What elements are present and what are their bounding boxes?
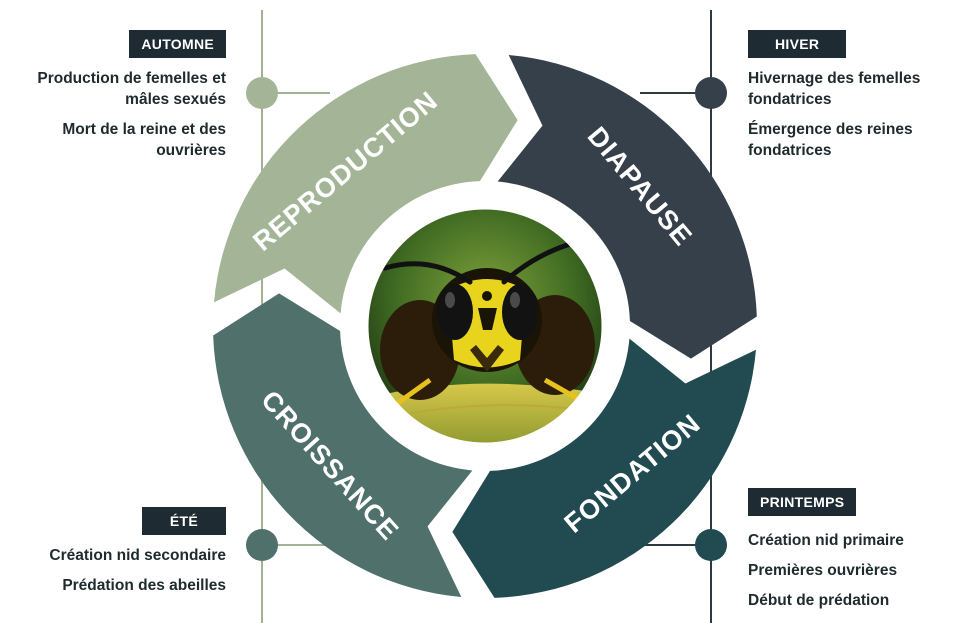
dot-spring [695,529,727,561]
season-autumn: AUTOMNE Production de femelles et mâles … [0,30,226,170]
list-item: Prédation des abeilles [62,577,226,594]
dot-winter [695,77,727,109]
dot-summer [246,529,278,561]
segment-croissance [213,293,473,597]
season-tag-summer: ÉTÉ [141,507,226,535]
list-item: Création nid secondaire [49,547,226,564]
season-list-summer: Création nid secondaire Prédation des ab… [0,545,226,596]
season-summer: ÉTÉ Création nid secondaire Prédation de… [0,507,226,605]
season-tag-spring: PRINTEMPS [748,488,857,516]
list-item: Création nid primaire [748,532,904,549]
list-item: Premières ouvrières [748,562,898,579]
season-spring: PRINTEMPS Création nid primaire Première… [748,488,953,620]
list-item: Émergence des reines fondatrices [748,121,913,159]
season-list-winter: Hivernage des femelles fondatrices Émerg… [748,68,953,161]
list-item: Hivernage des femelles fondatrices [748,70,921,108]
season-tag-winter: HIVER [748,30,847,58]
season-winter: HIVER Hivernage des femelles fondatrices… [748,30,953,170]
segment-diapause [497,55,757,359]
list-item: Début de prédation [748,592,890,609]
dot-autumn [246,77,278,109]
wasp-photo-icon [367,208,603,444]
season-list-autumn: Production de femelles et mâles sexués M… [0,68,226,161]
season-list-spring: Création nid primaire Premières ouvrière… [748,530,953,611]
season-tag-autumn: AUTOMNE [129,30,226,58]
segment-fondation [452,338,756,598]
list-item: Mort de la reine et des ouvrières [62,121,226,159]
list-item: Production de femelles et mâles sexués [37,70,226,108]
segment-reproduction [214,54,518,314]
